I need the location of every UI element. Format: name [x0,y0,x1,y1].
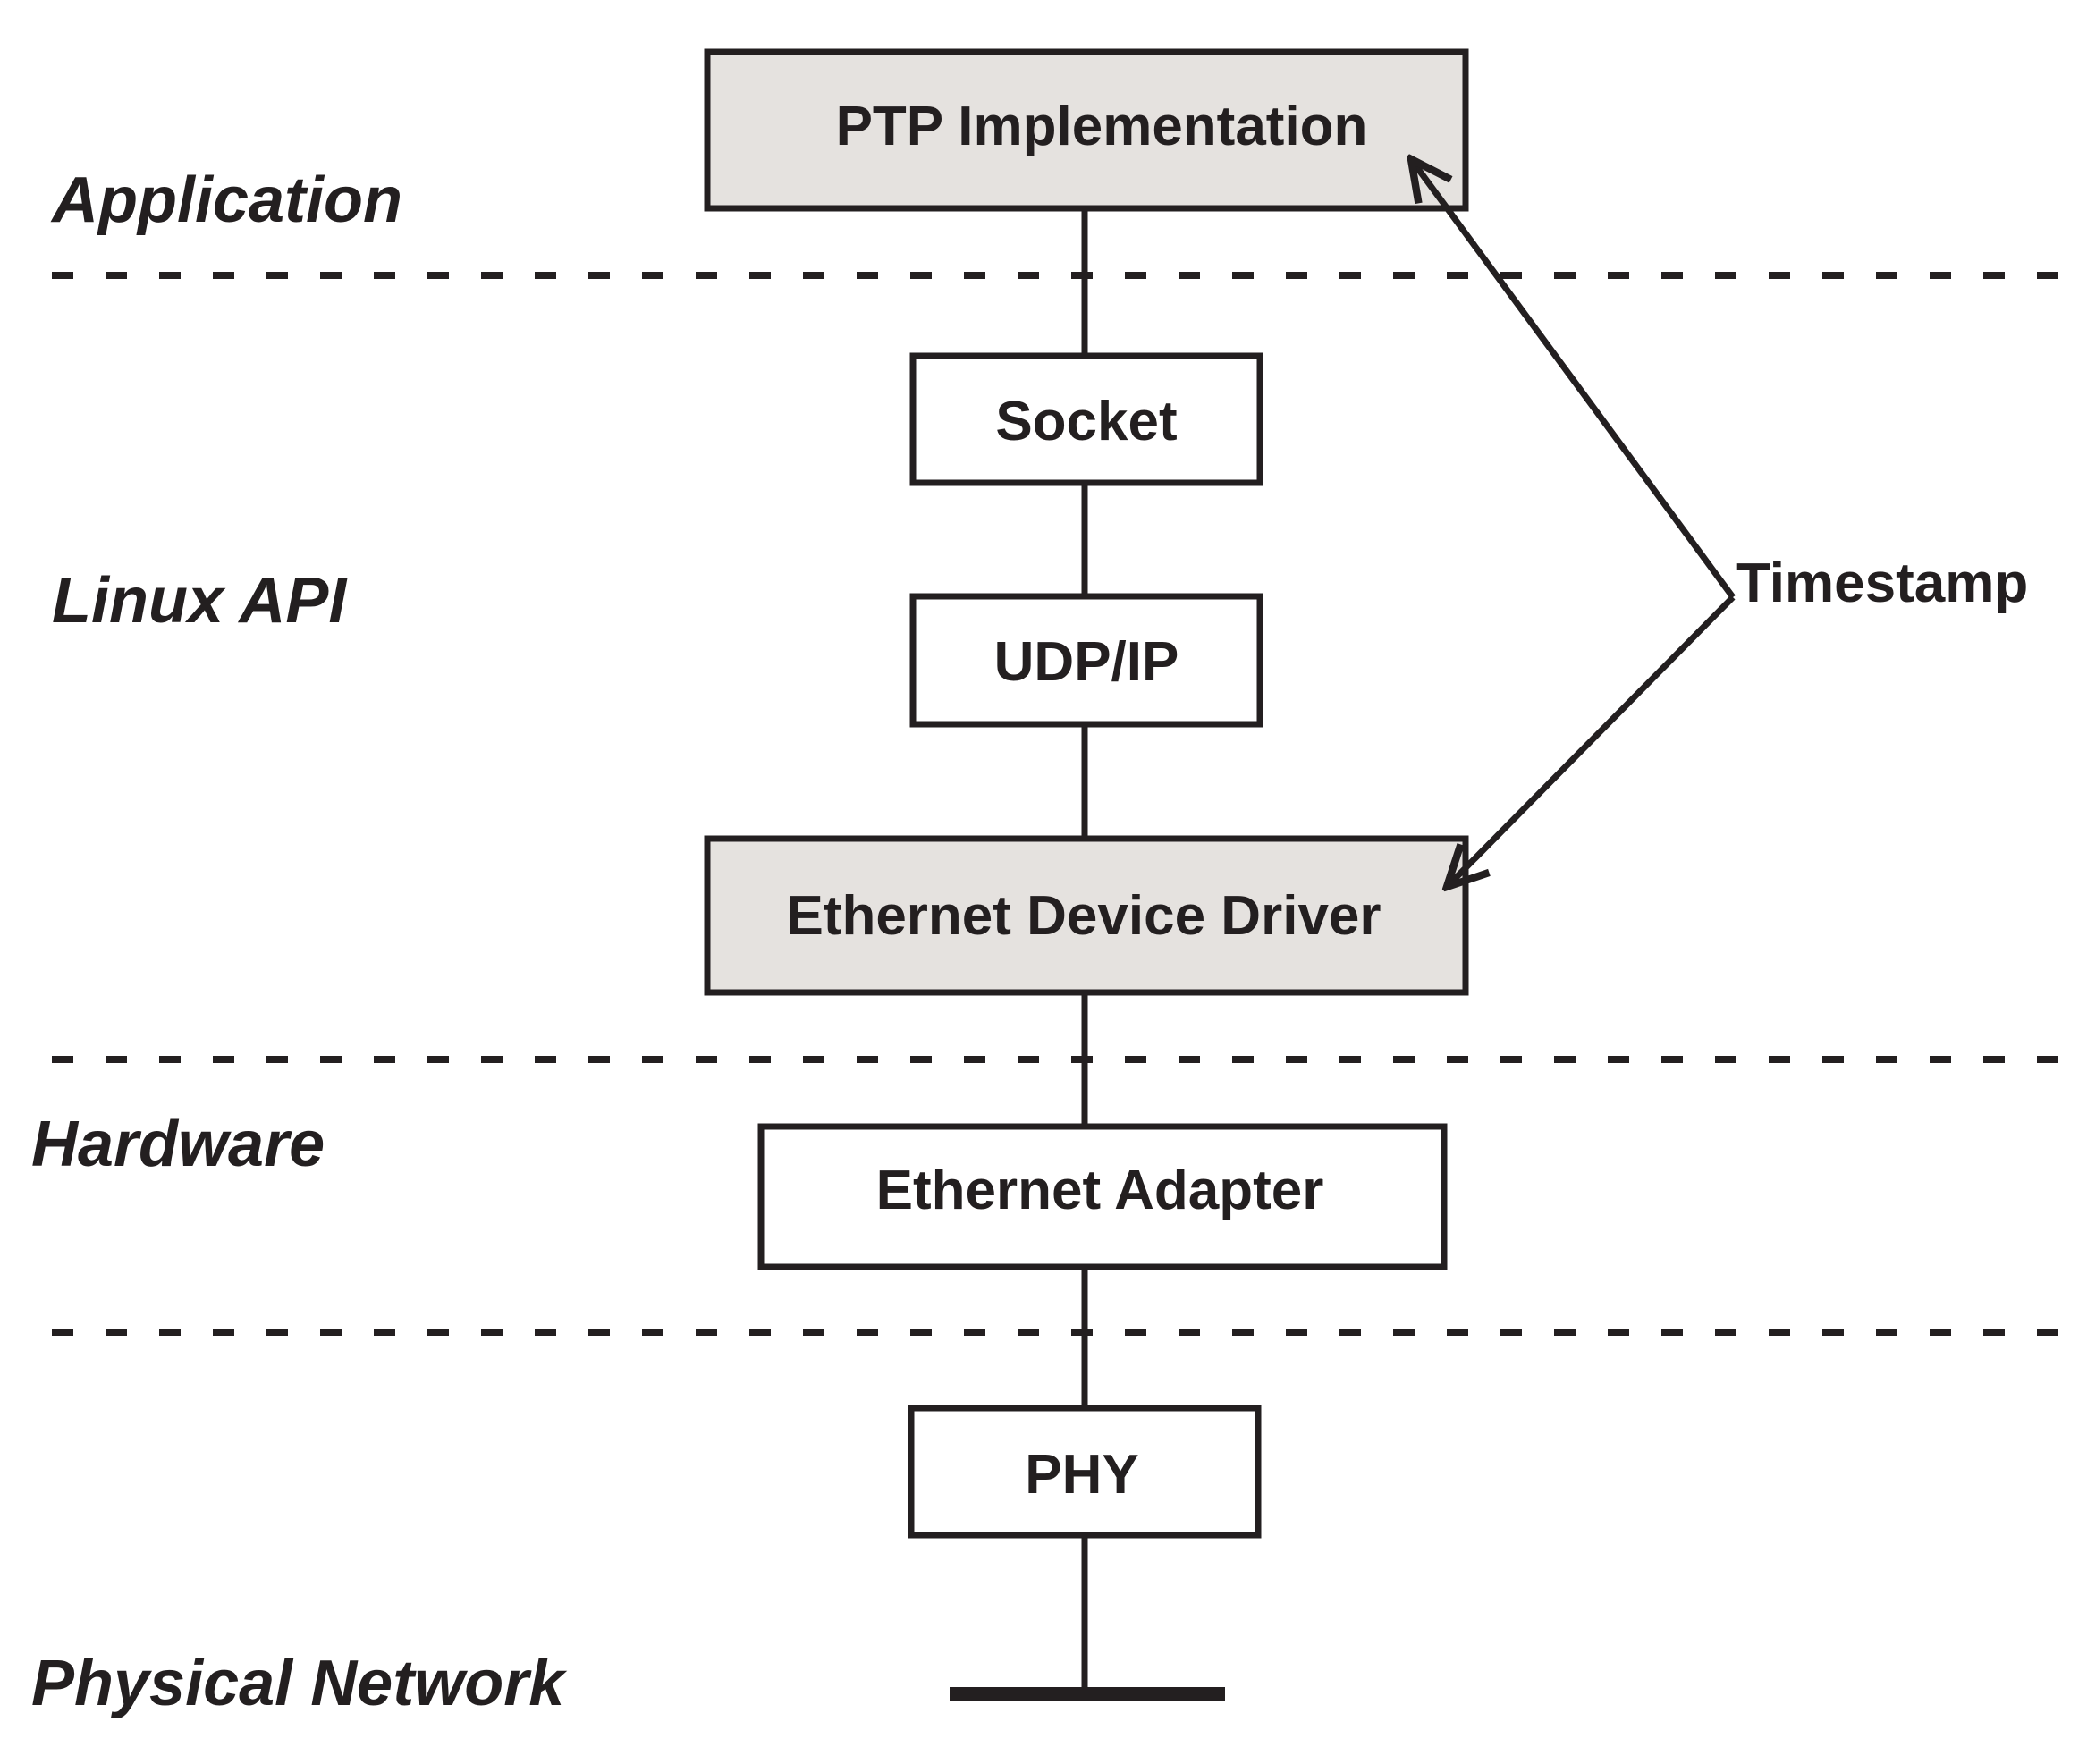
layer-label-physical-network: Physical Network [31,1648,568,1719]
box-phy: PHY [908,1405,1262,1539]
box-label-ptp-implementation: PTP Implementation [836,96,1368,157]
layer-label-application: Application [50,165,402,236]
timestamp-arrow-to-driver [1447,595,1736,887]
box-label-ethernet-adapter: Ethernet Adapter [876,1160,1324,1221]
box-label-ethernet-device-driver: Ethernet Device Driver [786,885,1381,947]
box-ptp-implementation: PTP Implementation [704,48,1469,212]
layer-label-hardware: Hardware [31,1109,325,1180]
box-ethernet-adapter: Ethernet Adapter [757,1123,1448,1270]
box-label-udp-ip: UDP/IP [994,631,1179,693]
box-label-phy: PHY [1025,1444,1138,1506]
timestamp-arrow-to-ptp [1411,159,1736,600]
timestamp-label: Timestamp [1736,553,2028,614]
box-socket: Socket [909,352,1263,486]
box-ethernet-device-driver: Ethernet Device Driver [704,835,1469,996]
box-udp-ip: UDP/IP [909,593,1263,728]
layer-label-linux-api: Linux API [52,565,348,637]
box-label-socket: Socket [995,391,1177,452]
